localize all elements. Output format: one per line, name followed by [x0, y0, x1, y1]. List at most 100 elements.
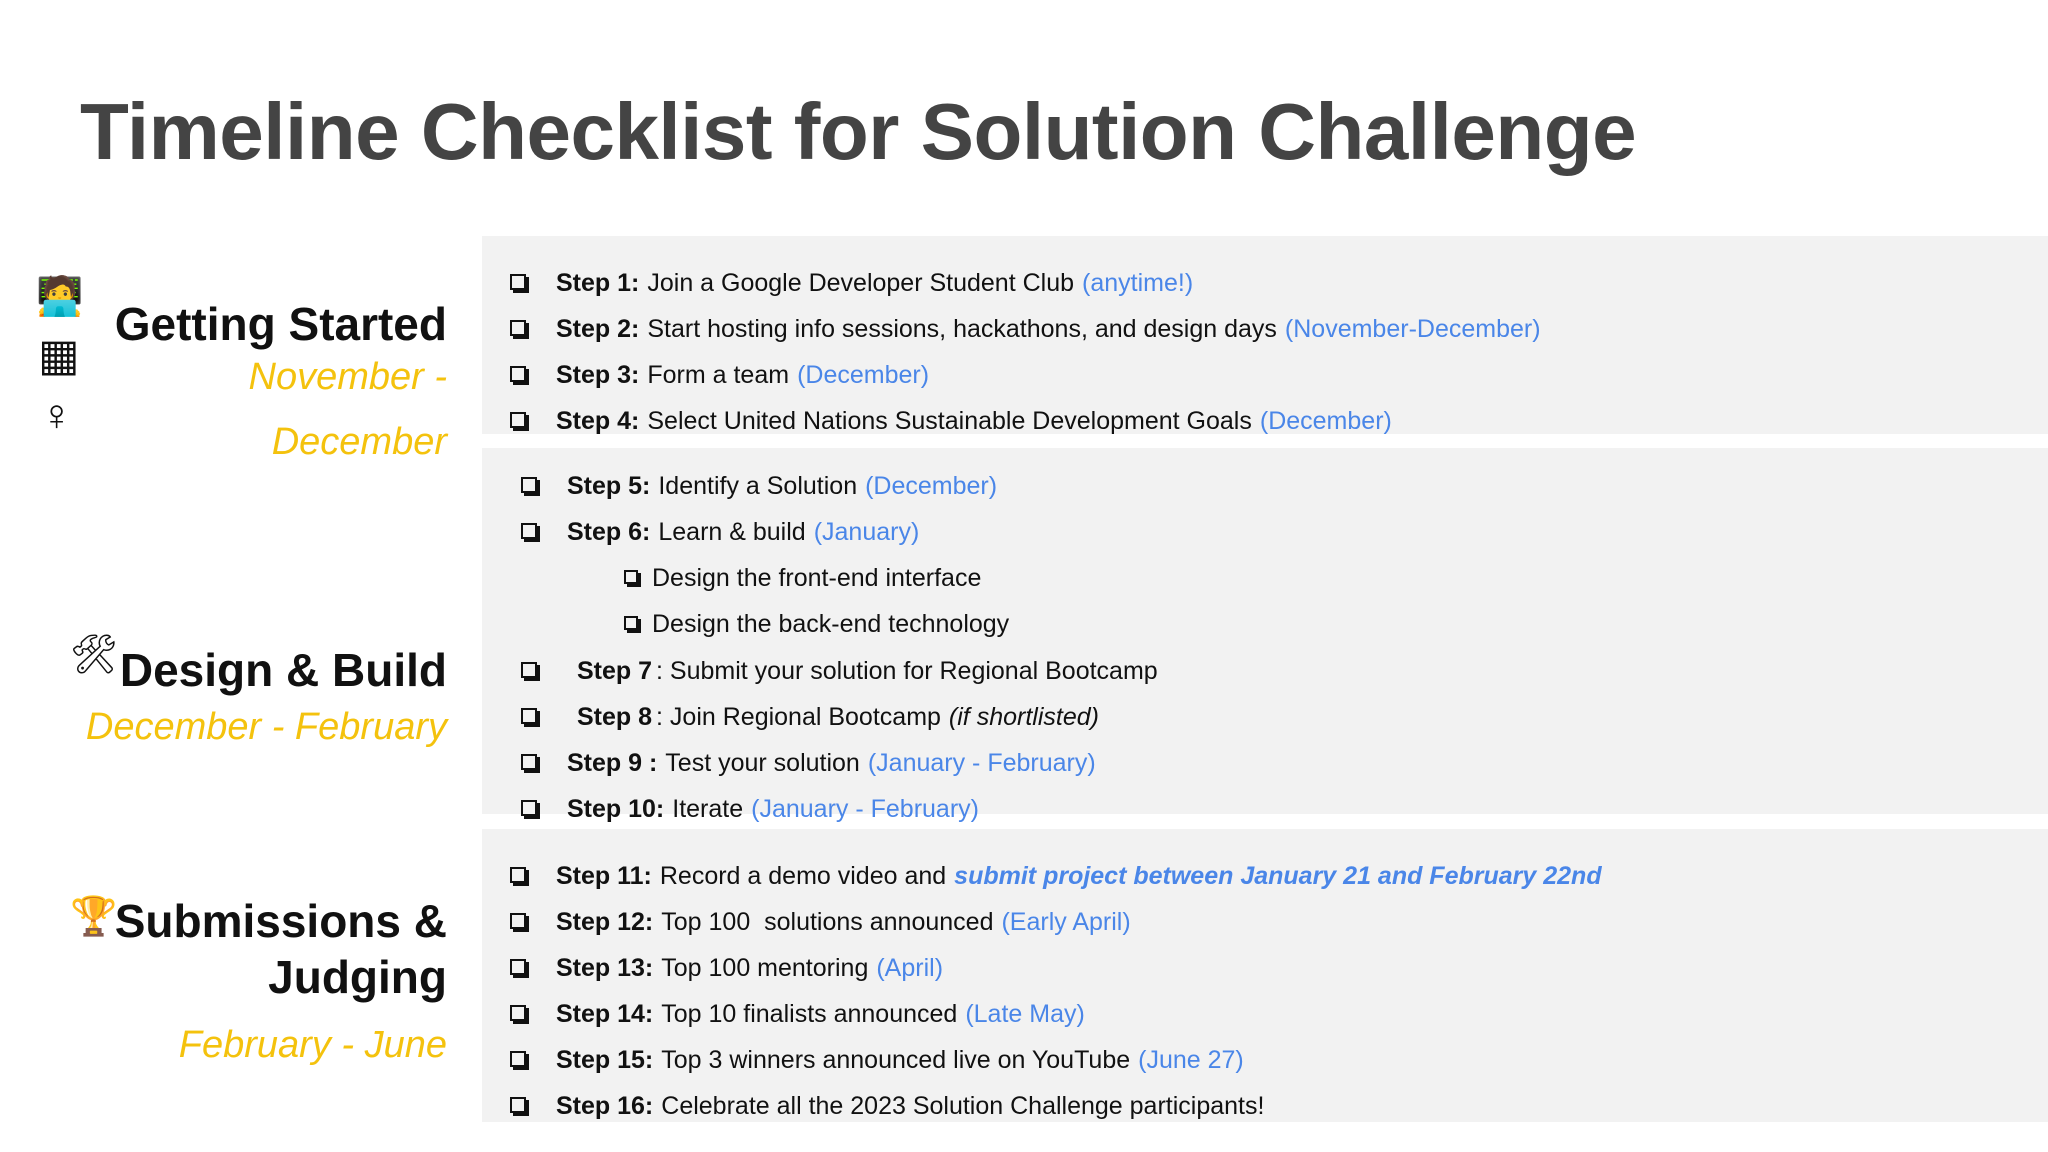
step-date: (Early April)	[1001, 907, 1131, 936]
step-text: Top 100 solutions announced	[661, 907, 994, 936]
checkbox-icon[interactable]	[510, 1051, 526, 1067]
checklist-item-step-10[interactable]: Step 10: Iterate (January - February)	[521, 791, 979, 827]
checkbox-icon[interactable]	[624, 616, 638, 630]
female-sign-icon: ♀	[40, 391, 73, 440]
checklist-subitem-backend[interactable]: Design the back-end technology	[624, 606, 1017, 642]
step-text: Select United Nations Sustainable Develo…	[647, 406, 1252, 435]
section-date: February - June	[178, 1024, 447, 1066]
step-date: (January - February)	[751, 794, 979, 823]
step-date: (December)	[1259, 406, 1392, 435]
step-text: Form a team	[647, 360, 790, 389]
panel-design-build	[482, 448, 2048, 814]
step-text: : Submit your solution for Regional Boot…	[656, 656, 1158, 685]
step-label: Step 3:	[556, 360, 640, 389]
checklist-item-step-6[interactable]: Step 6: Learn & build (January)	[521, 514, 919, 550]
step-date: (June 27)	[1138, 1045, 1244, 1074]
step-label: Step 9 :	[567, 748, 658, 777]
checklist-item-step-16[interactable]: Step 16: Celebrate all the 2023 Solution…	[510, 1088, 1272, 1124]
tools-icon: 🛠	[70, 634, 119, 676]
checklist-subitem-frontend[interactable]: Design the front-end interface	[624, 560, 989, 596]
step-label: Step 11:	[556, 861, 652, 890]
step-date: (January)	[813, 517, 920, 546]
checkbox-icon[interactable]	[510, 366, 526, 382]
trophy-icon: 🏆	[70, 896, 118, 938]
checklist-item-step-9[interactable]: Step 9 : Test your solution (January - F…	[521, 745, 1096, 781]
section-title: Getting Started	[114, 298, 447, 350]
chip-icon: ▦	[38, 331, 80, 380]
step-date: (anytime!)	[1082, 268, 1194, 297]
step-date: (Late May)	[965, 999, 1085, 1028]
checkbox-icon[interactable]	[510, 867, 526, 883]
step-label: Step 8	[577, 702, 653, 731]
step-text: Celebrate all the 2023 Solution Challeng…	[661, 1091, 1265, 1120]
step-label: Step 14:	[556, 999, 654, 1028]
checklist-item-step-1[interactable]: Step 1: Join a Google Developer Student …	[510, 265, 1193, 301]
step-text: : Join Regional Bootcamp	[656, 702, 941, 731]
step-label: Step 4:	[556, 406, 640, 435]
checklist-item-step-4[interactable]: Step 4: Select United Nations Sustainabl…	[510, 403, 1392, 439]
checklist-item-step-14[interactable]: Step 14: Top 10 finalists announced (Lat…	[510, 996, 1085, 1032]
step-text: Top 3 winners announced live on YouTube	[661, 1045, 1131, 1074]
checklist-item-step-5[interactable]: Step 5: Identify a Solution (December)	[521, 468, 997, 504]
section-submissions-judging: Submissions & Judging February - June	[115, 893, 447, 1085]
checkbox-icon[interactable]	[521, 477, 537, 493]
checkbox-icon[interactable]	[510, 1097, 526, 1113]
panel-getting-started	[482, 236, 2048, 434]
checkbox-icon[interactable]	[521, 754, 537, 770]
checkbox-icon[interactable]	[510, 913, 526, 929]
step-label: Step 2:	[556, 314, 640, 343]
section-title: Design & Build	[119, 644, 447, 696]
checkbox-icon[interactable]	[521, 662, 537, 678]
section-date: December - February	[85, 706, 447, 748]
checkbox-icon[interactable]	[521, 800, 537, 816]
step-label: Step 12:	[556, 907, 654, 936]
step-note: (if shortlisted)	[948, 702, 1099, 731]
step-label: Step 13:	[556, 953, 654, 982]
checklist-item-step-7[interactable]: Step 7 : Submit your solution for Region…	[521, 653, 1166, 689]
step-date: (November-December)	[1284, 314, 1541, 343]
substep-text: Design the front-end interface	[652, 563, 982, 592]
checklist-item-step-11[interactable]: Step 11: Record a demo video and submit …	[510, 858, 1602, 894]
section-getting-started: Getting Started November - December	[115, 296, 447, 482]
checklist-item-step-8[interactable]: Step 8 : Join Regional Bootcamp (if shor…	[521, 699, 1099, 735]
checkbox-icon[interactable]	[624, 570, 638, 584]
step-date: (December)	[865, 471, 998, 500]
section-title-line1: Submissions &	[114, 895, 447, 947]
checklist-item-step-3[interactable]: Step 3: Form a team (December)	[510, 357, 929, 393]
checklist-item-step-2[interactable]: Step 2: Start hosting info sessions, hac…	[510, 311, 1541, 347]
section-title-line2: Judging	[268, 951, 447, 1003]
checkbox-icon[interactable]	[510, 1005, 526, 1021]
page-title: Timeline Checklist for Solution Challeng…	[80, 87, 1637, 176]
step-date: (December)	[797, 360, 930, 389]
checklist-item-step-12[interactable]: Step 12: Top 100 solutions announced (Ea…	[510, 904, 1131, 940]
step-text: Top 10 finalists announced	[661, 999, 958, 1028]
step-text: Iterate	[672, 794, 744, 823]
checkbox-icon[interactable]	[510, 320, 526, 336]
checklist-item-step-15[interactable]: Step 15: Top 3 winners announced live on…	[510, 1042, 1244, 1078]
step-highlight: submit project between January 21 and Fe…	[954, 861, 1602, 890]
checkbox-icon[interactable]	[521, 523, 537, 539]
step-label: Step 5:	[567, 471, 651, 500]
section-design-build: Design & Build December - February	[86, 642, 447, 756]
step-text: Learn & build	[658, 517, 806, 546]
step-text: Top 100 mentoring	[661, 953, 869, 982]
step-date: (April)	[876, 953, 944, 982]
step-date: (January - February)	[867, 748, 1096, 777]
step-text: Start hosting info sessions, hackathons,…	[647, 314, 1277, 343]
checkbox-icon[interactable]	[510, 959, 526, 975]
step-label: Step 15:	[556, 1045, 654, 1074]
section-date-line2: December	[271, 421, 447, 463]
step-text: Test your solution	[665, 748, 860, 777]
checkbox-icon[interactable]	[521, 708, 537, 724]
panel-submissions-judging	[482, 829, 2048, 1122]
step-label: Step 7	[577, 656, 653, 685]
step-label: Step 16:	[556, 1091, 654, 1120]
developer-icon: 🧑‍💻	[36, 276, 84, 318]
section-date-line1: November -	[248, 356, 448, 398]
checkbox-icon[interactable]	[510, 274, 526, 290]
step-text: Record a demo video and	[659, 861, 947, 890]
step-text: Join a Google Developer Student Club	[647, 268, 1075, 297]
checkbox-icon[interactable]	[510, 412, 526, 428]
checklist-item-step-13[interactable]: Step 13: Top 100 mentoring (April)	[510, 950, 943, 986]
step-label: Step 10:	[567, 794, 665, 823]
